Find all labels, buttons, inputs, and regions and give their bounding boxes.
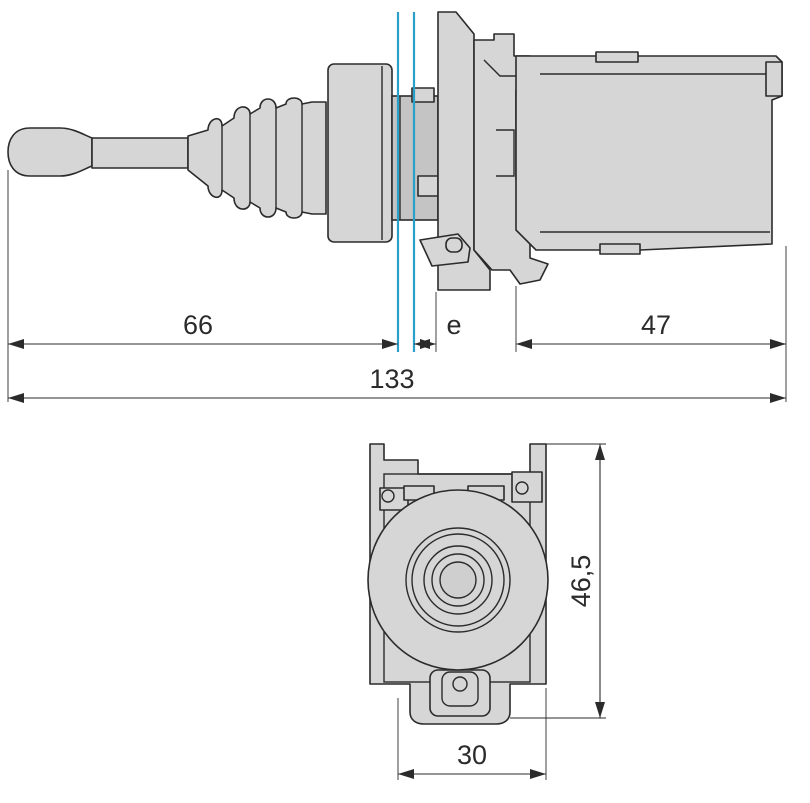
contact-block: [515, 55, 783, 251]
handle-end-circle: [439, 561, 477, 599]
rubber-boot: [187, 97, 327, 219]
dim-front-width: 30: [457, 740, 487, 770]
side-view: 66 e 47 133: [7, 11, 787, 403]
dim-panel-thickness: e: [446, 310, 461, 340]
dim-front-height: 46,5: [566, 555, 596, 608]
handle-shaft: [91, 137, 189, 169]
front-view: 46,5 30: [367, 443, 606, 780]
handle-knob: [7, 127, 93, 177]
dim-body-length: 47: [641, 310, 671, 340]
dim-total-length: 133: [369, 364, 414, 394]
dim-handle-length: 66: [183, 310, 213, 340]
